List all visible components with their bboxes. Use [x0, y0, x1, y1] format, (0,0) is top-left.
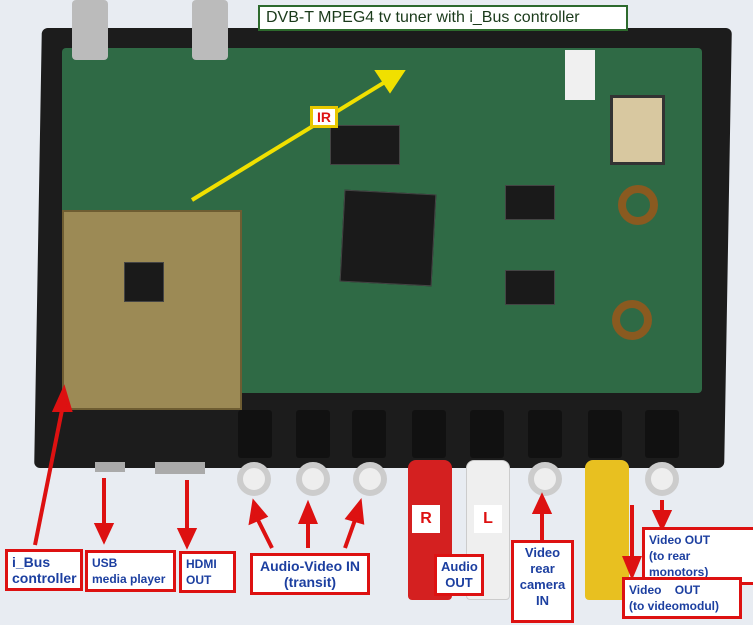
av-jack — [528, 410, 562, 458]
antenna-connector-2 — [192, 0, 228, 60]
memory-chip — [330, 125, 400, 165]
rca-socket-yellow — [353, 462, 387, 496]
rca-socket-yellow — [528, 462, 562, 496]
rca-socket-white — [296, 462, 330, 496]
usb-port — [95, 462, 125, 472]
toroid-coil — [612, 300, 652, 340]
antenna-connector-1 — [72, 0, 108, 60]
power-connector — [565, 50, 595, 100]
right-channel-label: R — [412, 505, 440, 533]
ibus-controller-label: i_Bus controller — [5, 549, 83, 591]
hdmi-out-label: HDMI OUT — [179, 551, 236, 593]
av-in-label: Audio-Video IN (transit) — [250, 553, 370, 595]
yellow-rca-plug — [585, 460, 629, 600]
av-jack — [238, 410, 272, 458]
image-title: DVB-T MPEG4 tv tuner with i_Bus controll… — [258, 5, 628, 31]
av-jack — [296, 410, 330, 458]
ibus-controller-board — [62, 210, 242, 410]
video-out-videomodul-label: Video OUT (to videomodul) — [622, 577, 742, 619]
usb-media-player-label: USB media player — [85, 550, 176, 592]
av-jack — [588, 410, 622, 458]
transformer — [610, 95, 665, 165]
rca-socket-white — [645, 462, 679, 496]
memory-chip — [505, 185, 555, 220]
left-channel-label: L — [474, 505, 502, 533]
ir-sensor-label: IR — [310, 106, 338, 128]
av-jack — [412, 410, 446, 458]
audio-out-label: Audio OUT — [434, 554, 484, 596]
controller-chip — [124, 262, 164, 302]
av-jack — [470, 410, 504, 458]
rca-socket-red — [237, 462, 271, 496]
memory-chip — [505, 270, 555, 305]
hdmi-port — [155, 462, 205, 474]
av-jack — [645, 410, 679, 458]
toroid-coil — [618, 185, 658, 225]
video-rear-camera-in-label: Video rear camera IN — [511, 540, 574, 623]
av-jack — [352, 410, 386, 458]
